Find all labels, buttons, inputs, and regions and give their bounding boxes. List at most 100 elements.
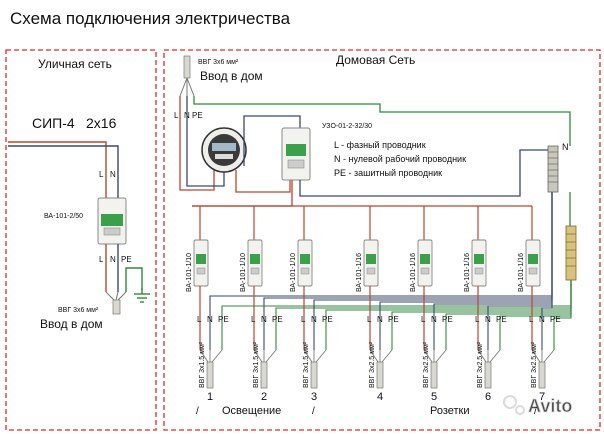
street-in-cable: ВВГ 3х6 мм² — [58, 307, 99, 314]
cable-sleeve-6 — [484, 361, 492, 389]
street-out-pe — [125, 267, 143, 292]
term-n-2: N — [261, 315, 267, 324]
breaker-toggle-4 — [366, 267, 376, 275]
term-l-2: L — [251, 315, 256, 324]
breaker-toggle-7 — [528, 267, 538, 275]
group-number-7: 7 — [539, 391, 545, 403]
breaker-window-3 — [300, 254, 310, 264]
street-in-label: Ввод в дом — [40, 317, 103, 331]
cable-converge-2 — [253, 349, 277, 363]
street-cable-size: 2х16 — [86, 115, 117, 131]
group-number-4: 4 — [377, 391, 383, 403]
cable-converge-4 — [369, 349, 393, 363]
cable-label-1: ВВГ 3х1.5 мм² — [199, 341, 206, 388]
street-wire-n — [8, 145, 119, 205]
avito-watermark: Avito — [503, 395, 573, 416]
house-in-label: Ввод в дом — [200, 69, 263, 83]
cable-converge-5 — [423, 349, 447, 363]
term-pe-2: PE — [272, 315, 283, 324]
breaker-label-1: ВА-101-1/10 — [186, 253, 193, 292]
breaker-window-2 — [250, 254, 260, 264]
cable-label-7: ВВГ 3х2.5 мм² — [531, 341, 538, 388]
street-wire-l — [8, 141, 107, 205]
out-pe-7 — [553, 280, 572, 350]
breaker-window-4 — [366, 254, 376, 264]
breaker-label-3: ВА-101-1/10 — [290, 253, 297, 292]
breaker-window-1 — [196, 254, 206, 264]
legend-l: L - фазный проводник — [334, 140, 426, 150]
meter-uzo-l — [235, 170, 291, 193]
legend-pe: PE - зашитный проводник — [334, 168, 442, 178]
house-term-pe: PE — [192, 111, 203, 120]
cable-sleeve-2 — [260, 361, 268, 389]
breaker-label-5: ВА-101-1/16 — [410, 253, 417, 292]
term-l-1: L — [197, 315, 202, 324]
breaker-toggle-3 — [300, 267, 310, 275]
house-term-l: L — [174, 111, 179, 120]
breaker-label-6: ВА-101-1/16 — [464, 253, 471, 292]
uzo-label: УЗО-01-2-32/30 — [322, 123, 372, 130]
cable-converge-7 — [531, 349, 555, 363]
breaker-toggle-5 — [420, 267, 430, 275]
cable-label-3: ВВГ 3х1.5 мм² — [303, 341, 310, 388]
street-term-n: N — [110, 170, 116, 179]
group-number-2: 2 — [261, 391, 267, 403]
uzo-out-n — [299, 149, 548, 197]
term-l-4: L — [367, 315, 372, 324]
diagram-title: Схема подключения электричества — [10, 9, 291, 28]
term-pe-4: PE — [388, 315, 399, 324]
bus-n-label: N — [562, 142, 569, 152]
breaker-toggle-6 — [474, 267, 484, 275]
house-label: Домовая Сеть — [336, 53, 415, 67]
street-out-term-n: N — [110, 255, 116, 264]
house-in-l — [179, 96, 215, 191]
street-out-term-l: L — [99, 255, 104, 264]
uzo-out-l — [192, 180, 293, 207]
term-pe-3: PE — [322, 315, 333, 324]
group-number-3: 3 — [311, 391, 317, 403]
cable-converge-1 — [199, 349, 223, 363]
watermark-text: Avito — [528, 396, 572, 416]
term-l-5: L — [421, 315, 426, 324]
house-frame — [163, 49, 601, 431]
out-n-3 — [313, 192, 553, 350]
meter-uzo-n — [243, 115, 301, 166]
slash-3: / — [534, 406, 537, 417]
cable-sleeve-4 — [376, 361, 384, 389]
breaker-window-5 — [420, 254, 430, 264]
cable-sleeve-7 — [538, 361, 546, 389]
street-breaker-label: ВА-101-2/50 — [44, 213, 83, 220]
house-cable-end — [179, 55, 195, 97]
breaker-window-6 — [474, 254, 484, 264]
breaker-toggle-1 — [196, 267, 206, 275]
neutral-bus-bar — [547, 145, 559, 193]
term-pe-5: PE — [442, 315, 453, 324]
term-n-6: N — [485, 315, 491, 324]
term-l-7: L — [529, 315, 534, 324]
term-n-4: N — [377, 315, 383, 324]
term-n-7: N — [539, 315, 545, 324]
term-l-3: L — [301, 315, 306, 324]
legend-n: N - нулевой рабочий проводник — [334, 154, 466, 164]
cable-sleeve-3 — [310, 361, 318, 389]
group-lighting-label: Освещение — [222, 405, 281, 417]
breaker-label-2: ВА-101-1/10 — [240, 253, 247, 292]
group-number-5: 5 — [431, 391, 437, 403]
pe-bus-bar — [565, 225, 577, 281]
cable-label-5: ВВГ 3х2.5 мм² — [423, 341, 430, 388]
street-out-term-pe: PE — [121, 255, 132, 264]
term-n-1: N — [207, 315, 213, 324]
term-n-5: N — [431, 315, 437, 324]
slash-2: / — [312, 406, 315, 417]
term-pe-1: PE — [218, 315, 229, 324]
breaker-window-7 — [528, 254, 538, 264]
slash-1: / — [196, 406, 199, 417]
breaker-label-7: ВА-101-1/16 — [518, 253, 525, 292]
term-n-3: N — [311, 315, 317, 324]
cable-sleeve-1 — [206, 361, 214, 389]
house-in-pe — [193, 96, 571, 146]
term-pe-7: PE — [550, 315, 561, 324]
street-cable: СИП-4 — [32, 115, 75, 131]
cable-converge-6 — [477, 349, 501, 363]
